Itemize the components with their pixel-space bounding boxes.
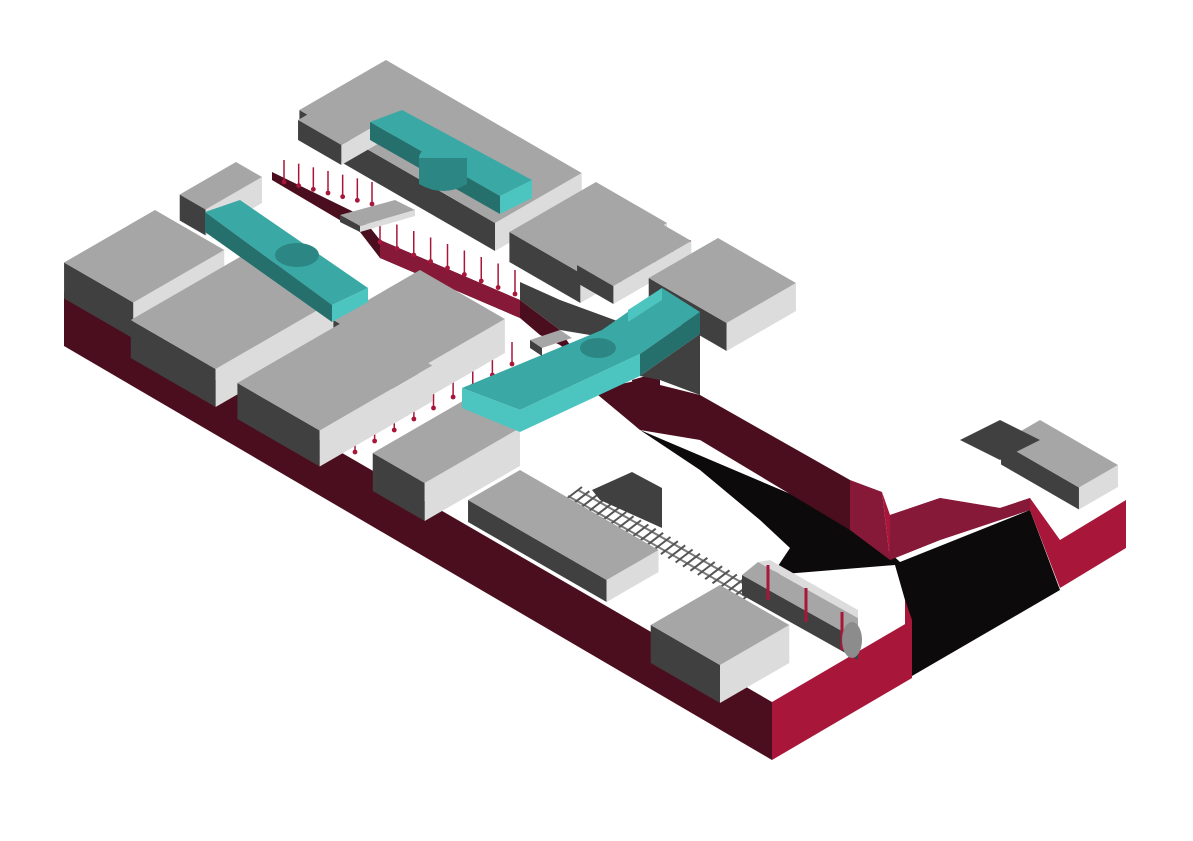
post-foot bbox=[311, 187, 316, 192]
post-foot bbox=[355, 198, 360, 203]
post-foot bbox=[431, 406, 436, 411]
post-foot bbox=[411, 417, 416, 422]
post-foot bbox=[282, 180, 287, 185]
post-foot bbox=[372, 439, 377, 444]
post-foot bbox=[479, 279, 484, 284]
post-foot bbox=[370, 202, 375, 207]
post-foot bbox=[296, 183, 301, 188]
train-nose bbox=[842, 622, 862, 658]
teal-dome-lower bbox=[580, 338, 616, 358]
post-foot bbox=[510, 362, 515, 367]
post-foot bbox=[326, 191, 331, 196]
post-foot bbox=[340, 194, 345, 199]
teal-dome-middle bbox=[275, 243, 319, 267]
post-foot bbox=[378, 240, 383, 245]
post-foot bbox=[353, 450, 358, 455]
post-foot bbox=[451, 395, 456, 400]
post-foot bbox=[513, 292, 518, 297]
post-foot bbox=[496, 285, 501, 290]
post-foot bbox=[462, 272, 467, 277]
post-foot bbox=[428, 259, 433, 264]
plinth-right-east-face bbox=[1060, 500, 1126, 588]
post-foot bbox=[392, 428, 397, 433]
post-foot bbox=[411, 253, 416, 258]
post-foot bbox=[394, 246, 399, 251]
post-foot bbox=[445, 266, 450, 271]
